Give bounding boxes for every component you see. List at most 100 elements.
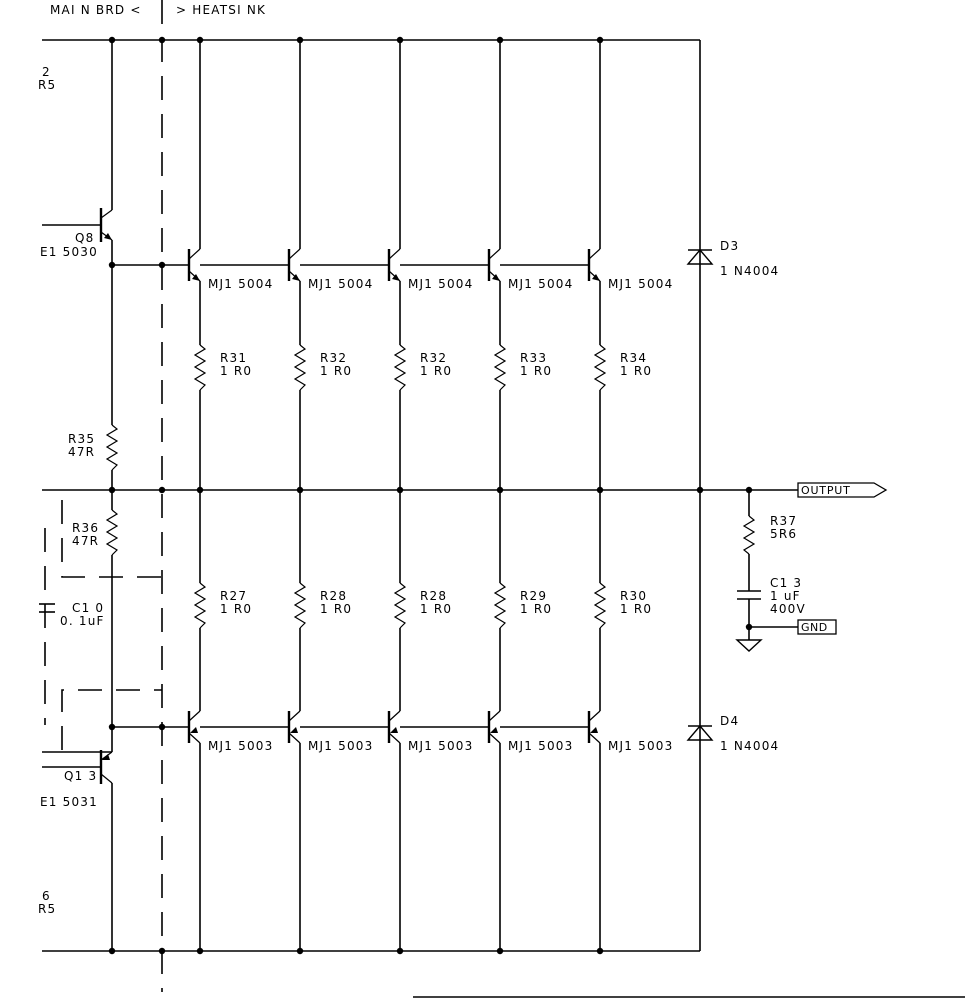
lower-power-transistor-collector [288, 710, 301, 722]
upper-power-transistor-arrow-icon [592, 274, 600, 281]
driver-enclosure-upper [61, 500, 162, 578]
junction-dot [496, 486, 504, 494]
upper-power-transistor-arrow-icon [492, 274, 500, 281]
upper-resistor-ref: R34 [620, 351, 647, 365]
upper-resistor-ref: R32 [320, 351, 347, 365]
main-board-label: MAI N BRD < [50, 3, 142, 17]
junction-dot [596, 36, 604, 44]
upper-resistor-value: 1 R0 [420, 364, 452, 378]
lower-transistor-label: MJ1 5003 [608, 739, 673, 753]
upper-transistor-label: MJ1 5004 [508, 277, 573, 291]
lower-power-transistor-emitter [388, 732, 401, 744]
ground-symbol-icon [735, 639, 763, 652]
r35-resistor: R35 47R [68, 424, 119, 471]
upper-power-transistor-collector [488, 248, 501, 260]
upper-emitter-resistor [293, 344, 307, 391]
lower-emitter-resistor [393, 582, 407, 629]
upper-transistor-label: MJ1 5004 [408, 277, 473, 291]
c13-ref: C1 3 [770, 576, 802, 590]
r35-value: 47R [68, 445, 95, 459]
lower-power-transistor-collector [388, 710, 401, 722]
lower-power-transistor-emitter [488, 732, 501, 744]
junction-dot [596, 486, 604, 494]
edge-value-top: R5 [38, 78, 56, 92]
d3-ref: D3 [720, 239, 739, 253]
output-port-label: OUTPUT [801, 484, 851, 497]
d4-ref: D4 [720, 714, 739, 728]
lower-transistor-label: MJ1 5003 [208, 739, 273, 753]
lower-power-transistor-collector [188, 710, 201, 722]
lower-emitter-resistor [493, 582, 507, 629]
lower-emitter-resistor [293, 582, 307, 629]
junction-dot [396, 36, 404, 44]
junction-dot [196, 36, 204, 44]
d4-part: 1 N4004 [720, 739, 779, 753]
lower-resistor-value: 1 R0 [320, 602, 352, 616]
lower-transistor-label: MJ1 5003 [308, 739, 373, 753]
c10-value: 0. 1uF [60, 614, 105, 628]
zobel-network: R37 5R6 C1 3 1 uF 400V [735, 490, 806, 652]
q8-part: E1 5030 [40, 245, 98, 259]
junction-dot [496, 947, 504, 955]
lower-resistor-ref: R29 [520, 589, 547, 603]
upper-power-transistor-arrow-icon [292, 274, 300, 281]
junction-dots [108, 36, 753, 955]
output-port: OUTPUT [797, 482, 888, 498]
lower-transistor-label: MJ1 5003 [408, 739, 473, 753]
lower-power-transistor-emitter [588, 732, 601, 744]
r36-resistor: R36 47R [72, 509, 119, 556]
edge-ref-top: 2 [42, 65, 51, 79]
upper-resistor-value: 1 R0 [520, 364, 552, 378]
upper-transistor-label: MJ1 5004 [208, 277, 273, 291]
upper-emitter-resistor [193, 344, 207, 391]
upper-emitter-resistor [593, 344, 607, 391]
driver-enclosure-lower [61, 689, 162, 750]
c13-value: 1 uF [770, 589, 801, 603]
upper-transistor-label: MJ1 5004 [308, 277, 373, 291]
upper-resistor-value: 1 R0 [220, 364, 252, 378]
junction-dot [396, 947, 404, 955]
lower-power-transistor-arrow-icon [390, 727, 398, 733]
lower-resistor-ref: R30 [620, 589, 647, 603]
lower-emitter-resistor [193, 582, 207, 629]
lower-power-transistor-collector [488, 710, 501, 722]
q13-ref: Q1 3 [64, 769, 97, 783]
lower-power-transistor-arrow-icon [490, 727, 498, 733]
junction-dot [296, 486, 304, 494]
edge-ref-bottom: 6 [42, 889, 51, 903]
lower-resistor-value: 1 R0 [620, 602, 652, 616]
lower-power-transistor-arrow-icon [590, 727, 598, 733]
edge-value-bottom: R5 [38, 902, 56, 916]
lower-power-transistor-emitter [188, 732, 201, 744]
junction-dot [296, 947, 304, 955]
c13-voltage: 400V [770, 602, 806, 616]
r37-value: 5R6 [770, 527, 797, 541]
d3-diode: D3 1 N4004 [686, 239, 778, 278]
junction-dot [496, 36, 504, 44]
upper-power-transistor-collector [288, 248, 301, 260]
r37-ref: R37 [770, 514, 797, 528]
upper-power-transistor-arrow-icon [192, 274, 200, 281]
q8-ref: Q8 [75, 231, 94, 245]
heatsink-label: > HEATSI NK [176, 3, 266, 17]
upper-resistor-ref: R31 [220, 351, 247, 365]
junction-dot [196, 947, 204, 955]
upper-power-transistor-collector [388, 248, 401, 260]
lower-resistor-value: 1 R0 [420, 602, 452, 616]
lower-emitter-resistor [593, 582, 607, 629]
r35-ref: R35 [68, 432, 95, 446]
lower-resistor-value: 1 R0 [520, 602, 552, 616]
lower-resistor-value: 1 R0 [220, 602, 252, 616]
q13-part: E1 5031 [40, 795, 98, 809]
lower-power-transistor-arrow-icon [290, 727, 298, 733]
gnd-port: GND [797, 619, 837, 635]
upper-power-transistor-collector [188, 248, 201, 260]
lower-power-transistor-collector [588, 710, 601, 722]
junction-dot [396, 486, 404, 494]
lower-resistor-ref: R28 [320, 589, 347, 603]
q8-transistor: Q8 E1 5030 [40, 208, 113, 259]
gnd-port-label: GND [801, 621, 828, 634]
lower-power-transistor-arrow-icon [190, 727, 198, 733]
